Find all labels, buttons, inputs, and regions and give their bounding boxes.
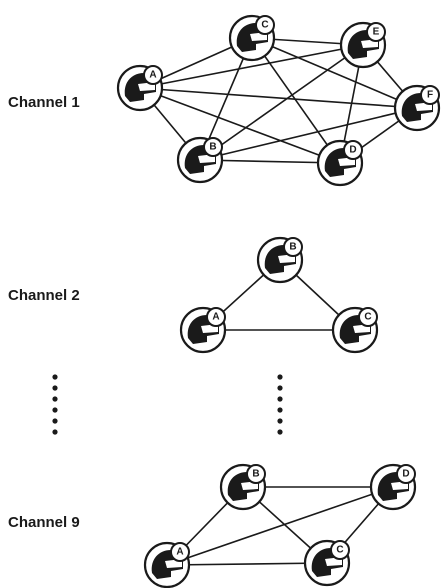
rider-badge	[420, 85, 440, 105]
rider-label-b: B	[252, 469, 259, 480]
rider-label-a: A	[212, 312, 219, 323]
rider-badge	[283, 237, 303, 257]
continuation-dot	[52, 429, 58, 435]
rider-label-e: E	[373, 27, 380, 38]
rider-badge	[255, 15, 275, 35]
rider-node-a: A	[116, 64, 164, 112]
rider-node-d: D	[316, 139, 364, 187]
rider-label-b: B	[209, 142, 216, 153]
rider-label-c: C	[364, 312, 371, 323]
rider-node-a: A	[179, 306, 227, 354]
connection-line-b-d	[199, 159, 341, 164]
rider-badge	[203, 137, 223, 157]
connection-line-c-d	[251, 37, 341, 164]
rider-label-a: A	[176, 547, 183, 558]
rider-node-c: C	[303, 539, 351, 587]
rider-label-c: C	[336, 545, 343, 556]
channel-9-label: Channel 9	[8, 514, 80, 531]
rider-node-b: B	[256, 236, 304, 284]
connection-line-a-e	[139, 44, 364, 89]
rider-badge	[246, 464, 266, 484]
rider-badge	[343, 140, 363, 160]
continuation-dot	[277, 385, 283, 391]
continuation-dot	[52, 407, 58, 413]
continuation-dot	[52, 385, 58, 391]
rider-node-c: C	[331, 306, 379, 354]
connection-line-b-f	[199, 107, 418, 161]
rider-node-f: F	[393, 84, 441, 132]
rider-label-f: F	[427, 90, 433, 101]
rider-label-a: A	[149, 70, 156, 81]
connection-line-a-f	[139, 87, 418, 109]
connection-line-a-d	[166, 486, 394, 566]
continuation-dot	[277, 418, 283, 424]
continuation-dot	[277, 374, 283, 380]
rider-node-b: B	[219, 463, 267, 511]
rider-badge	[366, 22, 386, 42]
rider-label-d: D	[402, 469, 409, 480]
connection-line-a-d	[139, 87, 341, 164]
rider-badge	[170, 542, 190, 562]
rider-node-a: A	[143, 541, 191, 588]
channel-1-label: Channel 1	[8, 94, 80, 111]
rider-node-d: D	[369, 463, 417, 511]
continuation-dot	[52, 418, 58, 424]
continuation-dot	[277, 407, 283, 413]
connection-line-a-c	[166, 562, 328, 566]
rider-label-b: B	[289, 242, 296, 253]
continuation-dot	[277, 396, 283, 402]
rider-badge	[396, 464, 416, 484]
continuation-dot	[52, 396, 58, 402]
riders-layer: A B C D E F A B C A B C D	[116, 14, 441, 588]
channel-2-label: Channel 2	[8, 287, 80, 304]
rider-node-c: C	[228, 14, 276, 62]
rider-badge	[143, 65, 163, 85]
rider-badge	[206, 307, 226, 327]
continuation-dot	[52, 374, 58, 380]
rider-node-e: E	[339, 21, 387, 69]
rider-badge	[330, 540, 350, 560]
rider-label-d: D	[349, 145, 356, 156]
rider-node-b: B	[176, 136, 224, 184]
rider-label-c: C	[261, 20, 268, 31]
connection-line-c-f	[251, 37, 418, 109]
rider-badge	[358, 307, 378, 327]
continuation-dots	[52, 374, 283, 435]
connection-line-b-e	[199, 44, 364, 161]
continuation-dot	[277, 429, 283, 435]
